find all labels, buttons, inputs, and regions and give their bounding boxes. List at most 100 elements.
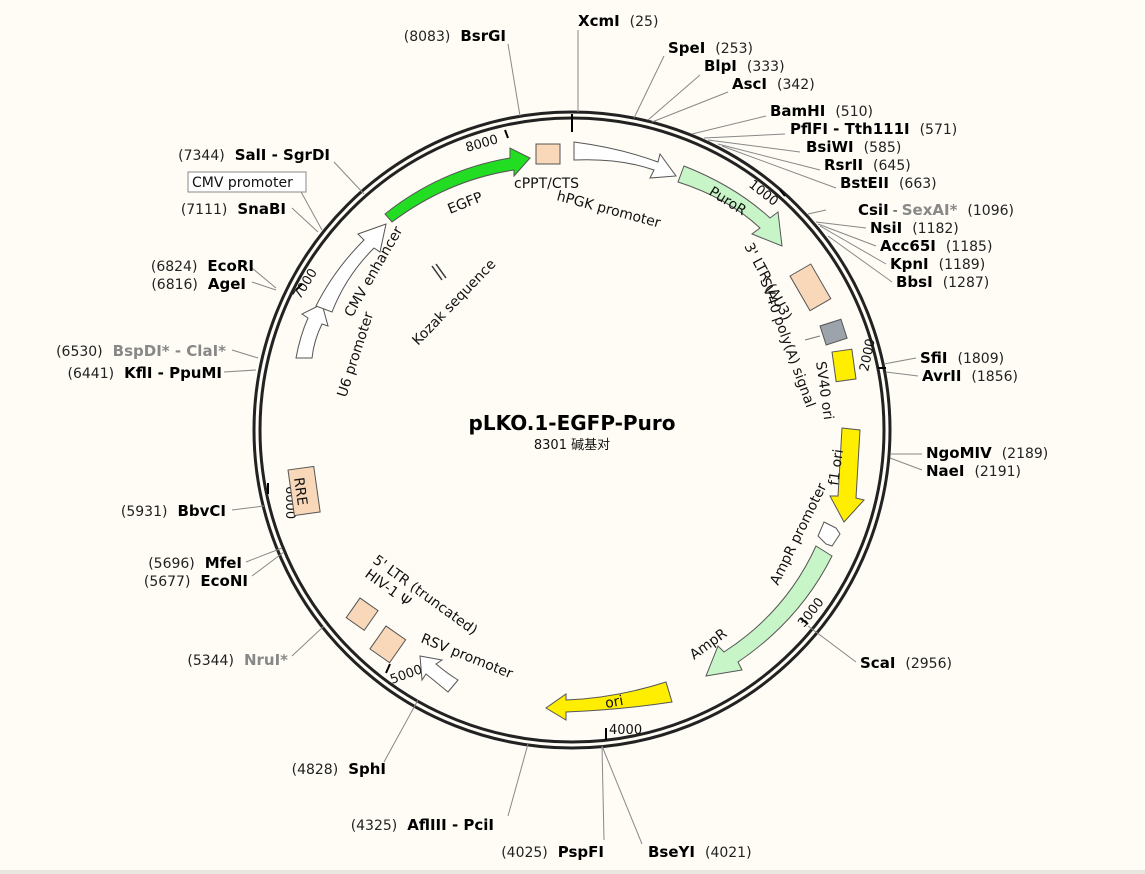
feature-cppt[interactable]	[535, 143, 561, 165]
svg-text:(7111)SnaBI: (7111)SnaBI	[181, 200, 286, 218]
plasmid-length: 8301 碱基对	[534, 438, 610, 453]
site-bsteii[interactable]: BstEII(663)	[840, 174, 937, 192]
feature-psi[interactable]	[345, 597, 379, 631]
svg-text:CsiI-SexAI*(1096): CsiI-SexAI*(1096)	[858, 201, 1014, 219]
site-afliii-pcii[interactable]: (4325)AflIII - PciI	[351, 816, 494, 834]
svg-text:(5677)EcoNI: (5677)EcoNI	[144, 572, 248, 590]
site-bsiwi[interactable]: BsiWI(585)	[806, 138, 901, 156]
feature-ltr5[interactable]	[369, 625, 407, 664]
feature-kozak[interactable]	[431, 263, 447, 281]
site-bspdi-clai[interactable]: (6530)BspDI* - ClaI*	[56, 342, 226, 360]
feature-hpgk-label: hPGK promoter	[555, 188, 662, 231]
site-csii-sexai[interactable]: CsiI-SexAI*(1096)	[858, 201, 1014, 219]
svg-text:4000: 4000	[609, 723, 642, 738]
svg-text:XcmI(25): XcmI(25)	[578, 12, 658, 30]
svg-text:BsiWI(585): BsiWI(585)	[806, 138, 901, 156]
svg-text:NsiI(1182): NsiI(1182)	[870, 219, 959, 237]
site-cmv-promoter[interactable]: CMV promoter	[187, 171, 307, 193]
site-bamhi[interactable]: BamHI(510)	[770, 102, 873, 120]
feature-rre[interactable]	[287, 465, 321, 517]
feature-f1ori[interactable]	[829, 427, 865, 523]
tick-5000: 5000	[385, 662, 424, 688]
feature-ltr3[interactable]	[789, 263, 832, 312]
site-snabi[interactable]: (7111)SnaBI	[181, 200, 286, 218]
site-xcmi[interactable]: XcmI(25)	[578, 12, 658, 30]
backbone-outer	[252, 110, 892, 750]
feature-egfp-label: EGFP	[446, 189, 486, 217]
site-bbvci[interactable]: (5931)BbvCI	[121, 502, 226, 520]
site-leader-lines	[223, 30, 923, 845]
feature-cppt-label: cPPT/CTS	[514, 176, 579, 192]
svg-text:(5696)MfeI: (5696)MfeI	[148, 554, 242, 572]
svg-text:(4828)SphI: (4828)SphI	[292, 760, 386, 778]
site-bsrgi[interactable]: (8083)BsrGI	[404, 27, 506, 45]
site-kfli-ppumi[interactable]: (6441)KflI - PpuMI	[68, 364, 222, 382]
svg-text:BstEII(663): BstEII(663)	[840, 174, 937, 192]
feature-amprprom[interactable]	[817, 521, 841, 547]
svg-text:BlpI(333): BlpI(333)	[704, 57, 785, 75]
site-sali-sgrdi[interactable]: (7344)SalI - SgrDI	[178, 146, 330, 164]
svg-text:(6441)KflI - PpuMI: (6441)KflI - PpuMI	[68, 364, 222, 382]
feature-hpgk[interactable]	[573, 141, 677, 179]
site-spei[interactable]: SpeI(253)	[668, 39, 753, 57]
feature-egfp[interactable]	[384, 147, 531, 223]
site-rsrii[interactable]: RsrII(645)	[824, 156, 911, 174]
site-ngomiv[interactable]: NgoMIV(2189)	[926, 444, 1048, 462]
feature-sv40pa[interactable]	[819, 318, 848, 346]
svg-text:(6530)BspDI* - ClaI*: (6530)BspDI* - ClaI*	[56, 342, 226, 360]
site-bbsi[interactable]: BbsI(1287)	[896, 273, 989, 291]
plasmid-title: pLKO.1-EGFP-Puro	[469, 411, 676, 435]
svg-text:PflFI - Tth111I(571): PflFI - Tth111I(571)	[790, 120, 957, 138]
site-pspfi[interactable]: (4025)PspFI	[501, 843, 604, 861]
feature-ampr[interactable]	[705, 545, 833, 677]
feature-kozak-label: Kozak sequence	[409, 256, 499, 348]
site-bseyi[interactable]: BseYI(4021)	[648, 843, 752, 861]
site-nrui[interactable]: (5344)NruI*	[187, 651, 288, 669]
svg-text:(6824)EcoRI: (6824)EcoRI	[151, 257, 254, 275]
svg-text:(6816)AgeI: (6816)AgeI	[151, 275, 246, 293]
feature-rsv[interactable]	[419, 655, 459, 693]
feature-rre-label: RRE	[290, 476, 310, 506]
svg-text:KpnI(1189): KpnI(1189)	[890, 255, 985, 273]
site-blpi[interactable]: BlpI(333)	[704, 57, 785, 75]
site-kpni[interactable]: KpnI(1189)	[890, 255, 985, 273]
site-avrii[interactable]: AvrII(1856)	[922, 367, 1018, 385]
svg-text:(7344)SalI - SgrDI: (7344)SalI - SgrDI	[178, 146, 330, 164]
site-pflfi-tth111i[interactable]: PflFI - Tth111I(571)	[790, 120, 957, 138]
svg-text:BseYI(4021): BseYI(4021)	[648, 843, 752, 861]
feature-sv40ori-label: SV40 ori	[812, 360, 836, 421]
bottom-scroll-edge	[0, 870, 1145, 874]
svg-text:AvrII(1856): AvrII(1856)	[922, 367, 1018, 385]
svg-text:RsrII(645): RsrII(645)	[824, 156, 911, 174]
svg-text:5000: 5000	[388, 662, 424, 687]
site-naei[interactable]: NaeI(2191)	[926, 462, 1021, 480]
site-acc65i[interactable]: Acc65I(1185)	[880, 237, 992, 255]
svg-text:AscI(342): AscI(342)	[732, 75, 815, 93]
site-scai[interactable]: ScaI(2956)	[860, 654, 952, 672]
svg-text:(4025)PspFI: (4025)PspFI	[501, 843, 604, 861]
tick-2000: 2000	[857, 337, 886, 373]
site-econi[interactable]: (5677)EcoNI	[144, 572, 248, 590]
feature-sv40ori[interactable]	[831, 348, 857, 383]
site-sphi[interactable]: (4828)SphI	[292, 760, 386, 778]
feature-cmvenh[interactable]	[315, 223, 387, 313]
svg-text:ScaI(2956): ScaI(2956)	[860, 654, 952, 672]
svg-text:2000: 2000	[857, 337, 879, 372]
svg-text:(5931)BbvCI: (5931)BbvCI	[121, 502, 226, 520]
site-nsii[interactable]: NsiI(1182)	[870, 219, 959, 237]
site-agei[interactable]: (6816)AgeI	[151, 275, 246, 293]
svg-text:(4325)AflIII - PciI: (4325)AflIII - PciI	[351, 816, 494, 834]
svg-text:BbsI(1287): BbsI(1287)	[896, 273, 989, 291]
site-ecori[interactable]: (6824)EcoRI	[151, 257, 254, 275]
feature-puror[interactable]	[677, 165, 783, 247]
feature-u6[interactable]	[295, 303, 329, 359]
site-asci[interactable]: AscI(342)	[732, 75, 815, 93]
site-mfei[interactable]: (5696)MfeI	[148, 554, 242, 572]
feature-f1ori-label: f1 ori	[826, 448, 847, 486]
feature-u6-label: U6 promoter	[335, 310, 378, 399]
site-sfii[interactable]: SfiI(1809)	[920, 349, 1004, 367]
svg-text:(5344)NruI*: (5344)NruI*	[187, 651, 288, 669]
tick-4000: 4000	[605, 723, 642, 740]
feature-ori[interactable]	[545, 681, 673, 721]
